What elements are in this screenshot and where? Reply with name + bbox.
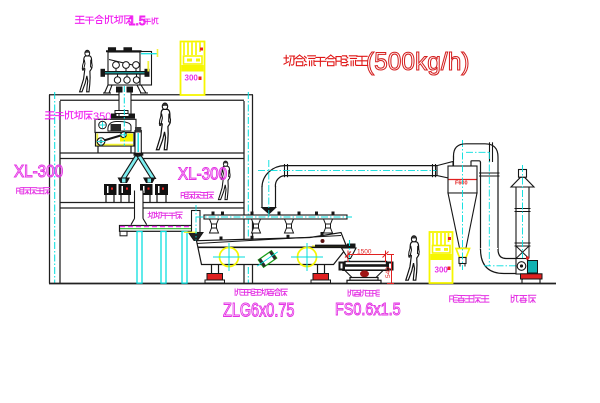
svg-text:ZLG6x0.75: ZLG6x0.75 [223, 300, 294, 321]
svg-text:300: 300 [185, 74, 199, 83]
svg-text:FS0.6x1.5: FS0.6x1.5 [335, 300, 401, 320]
svg-text:300: 300 [435, 266, 449, 275]
svg-text:350: 350 [93, 111, 111, 123]
svg-text:XL-300: XL-300 [14, 162, 63, 181]
svg-text:(500kg/h): (500kg/h) [366, 49, 470, 76]
svg-text:XL-300: XL-300 [178, 165, 227, 184]
svg-text:1.5: 1.5 [129, 14, 146, 28]
svg-text:F600: F600 [455, 181, 468, 187]
svg-text:540: 540 [385, 267, 392, 278]
svg-text:1500: 1500 [357, 249, 372, 256]
